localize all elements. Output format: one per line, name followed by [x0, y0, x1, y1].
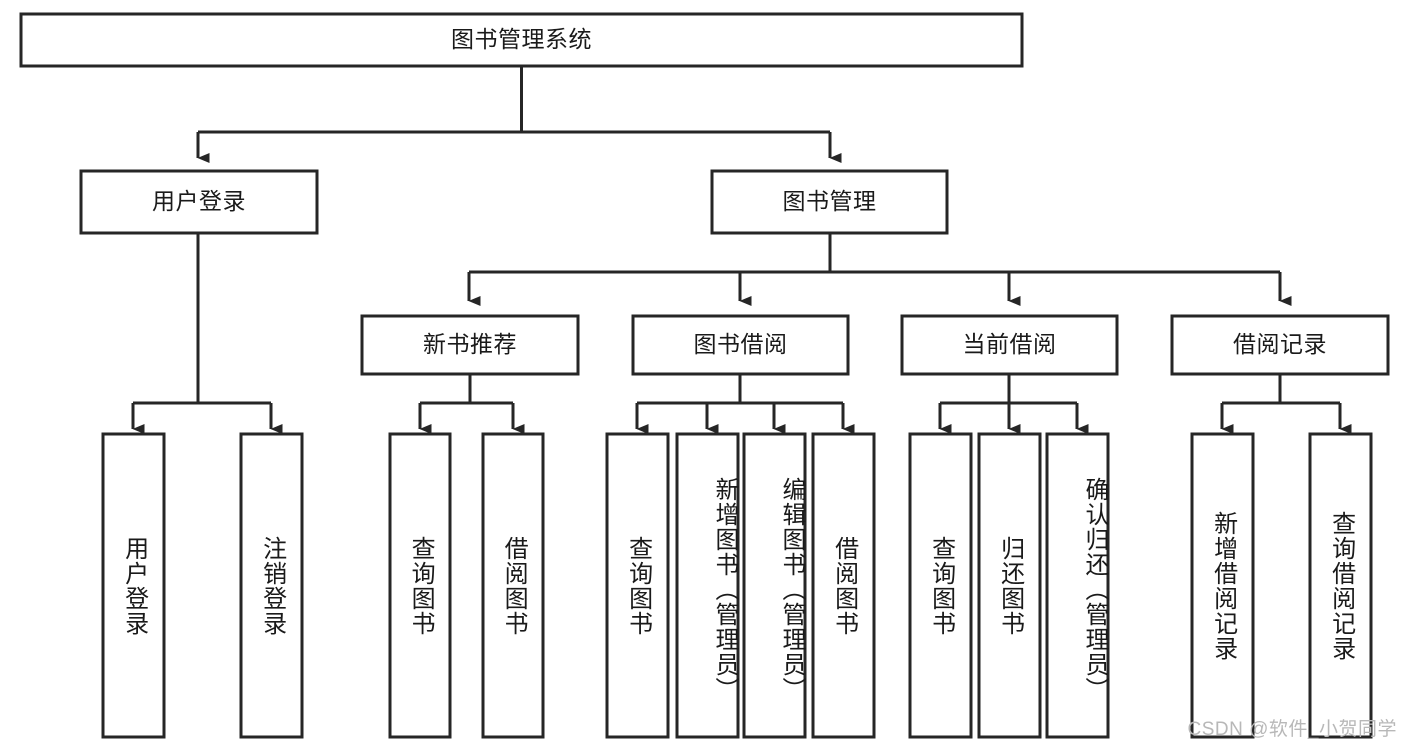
node-root-label: 图书管理系统 [451, 26, 592, 53]
node-leaf-label-recommend-1: 查询图书 [407, 535, 435, 636]
node-leaf-label-current-2: 归还图书 [996, 535, 1024, 636]
node-leaf-label-borrow-2: 新增图书（管理员） [711, 477, 738, 702]
node-new-book-recommend-label: 新书推荐 [423, 331, 517, 358]
node-leaf-label-borrow-1: 查询图书 [624, 535, 652, 636]
node-root-box[interactable] [19, 12, 1024, 68]
node-leaf-box-borrow-2[interactable] [675, 432, 740, 739]
node-leaf-box-borrow-4[interactable] [811, 432, 876, 739]
node-book-manage-box[interactable] [710, 169, 949, 235]
node-leaf-label-borrow-4: 借阅图书 [830, 535, 858, 636]
node-leaf-label-record-1: 新增借阅记录 [1209, 510, 1237, 661]
node-new-book-recommend-box[interactable] [360, 314, 580, 376]
node-leaf-box-user-login-1[interactable] [101, 432, 166, 739]
node-leaf-box-recommend-1[interactable] [388, 432, 452, 739]
node-leaf-box-current-1[interactable] [908, 432, 973, 739]
node-borrow-record-box[interactable] [1170, 314, 1390, 376]
node-user-login-label: 用户登录 [152, 188, 246, 215]
csdn-watermark: CSDN @软件_小贺同学 [1187, 719, 1397, 740]
node-book-borrow-label: 图书借阅 [693, 331, 788, 358]
node-leaf-box-borrow-3[interactable] [742, 432, 807, 739]
node-leaf-label-recommend-2: 借阅图书 [500, 535, 528, 636]
node-leaf-box-current-3[interactable] [1045, 432, 1110, 739]
node-leaf-box-record-2[interactable] [1308, 432, 1373, 739]
node-leaf-label-current-1: 查询图书 [927, 535, 955, 636]
node-current-borrow-label: 当前借阅 [962, 331, 1057, 358]
node-leaf-box-current-2[interactable] [977, 432, 1042, 739]
node-leaf-label-user-login-2: 注销登录 [258, 535, 286, 636]
node-book-manage-label: 图书管理 [782, 188, 877, 215]
node-leaf-box-recommend-2[interactable] [481, 432, 545, 739]
node-leaf-box-borrow-1[interactable] [605, 432, 670, 739]
node-leaf-label-user-login-1: 用户登录 [120, 535, 148, 636]
node-leaf-label-current-3: 确认归还（管理员） [1081, 477, 1108, 702]
node-leaf-label-borrow-3: 编辑图书（管理员） [778, 477, 805, 702]
node-borrow-record-label: 借阅记录 [1233, 331, 1327, 358]
node-leaf-box-record-1[interactable] [1190, 432, 1255, 739]
node-leaf-box-user-login-2[interactable] [239, 432, 304, 739]
node-current-borrow-box[interactable] [900, 314, 1119, 376]
node-leaf-label-record-2: 查询借阅记录 [1327, 510, 1355, 661]
node-book-borrow-box[interactable] [631, 314, 850, 376]
